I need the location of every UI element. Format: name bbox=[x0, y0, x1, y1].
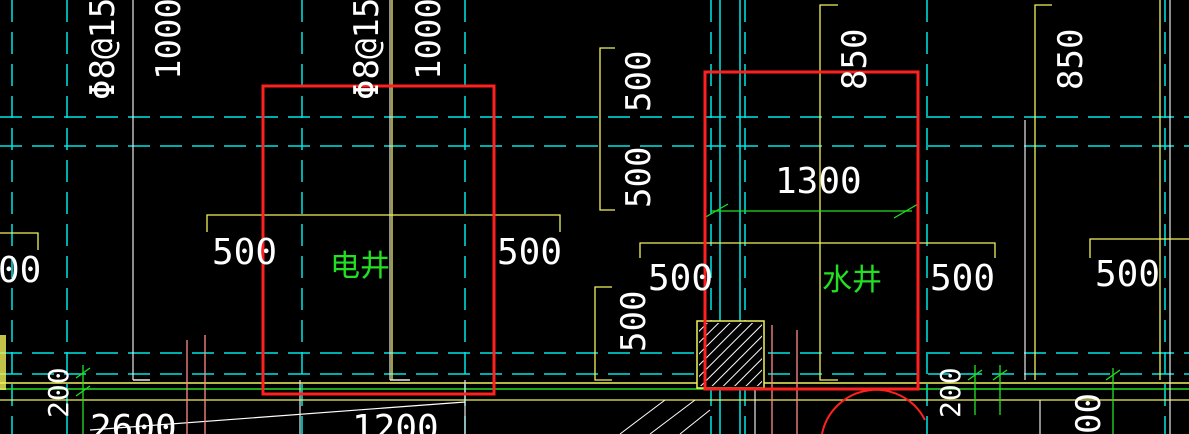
rebar-label-mid: Φ8@150 bbox=[347, 0, 387, 100]
pink-lines bbox=[186, 325, 798, 434]
elec-shaft-outline[interactable] bbox=[261, 84, 496, 396]
bottom-lines bbox=[0, 382, 1189, 434]
dim-1300: 1300 bbox=[775, 161, 862, 202]
dim-2600: 2600 bbox=[90, 408, 177, 434]
dim-500-left-elec: 500 bbox=[212, 232, 277, 273]
dim-500-lower: 500 bbox=[619, 147, 659, 208]
dim-1000-left: 1000 bbox=[149, 0, 189, 80]
dim-850-right: 850 bbox=[1051, 29, 1091, 90]
dim-850-mid: 850 bbox=[835, 29, 875, 90]
dim-200-left: 200 bbox=[42, 367, 75, 418]
hatched-column bbox=[696, 320, 765, 389]
water-shaft-label: 水井 bbox=[822, 263, 882, 298]
dim-500-upper: 500 bbox=[619, 51, 659, 112]
white-vertical-lines bbox=[132, 0, 1171, 434]
dim-00-bottom-right: 00 bbox=[1069, 393, 1109, 434]
green-dims bbox=[75, 203, 1121, 434]
dim-500-right-water: 500 bbox=[930, 258, 995, 299]
dim-00-far-left: 00 bbox=[0, 250, 41, 291]
left-edge-column bbox=[0, 335, 6, 390]
dim-500-far-right: 500 bbox=[1095, 254, 1160, 295]
dim-500-left-water: 500 bbox=[648, 258, 713, 299]
yellow-lines bbox=[0, 0, 1189, 381]
dim-1200: 1200 bbox=[352, 408, 439, 434]
water-shaft-outline[interactable] bbox=[703, 70, 920, 391]
dim-1000-mid: 1000 bbox=[409, 0, 449, 80]
dim-200-right: 200 bbox=[934, 367, 967, 418]
elec-shaft-label: 电井 bbox=[330, 249, 390, 284]
dim-500-right-elec: 500 bbox=[497, 232, 562, 273]
rebar-label-left: Φ8@150 bbox=[83, 0, 123, 100]
dim-500-bottom: 500 bbox=[614, 291, 654, 352]
